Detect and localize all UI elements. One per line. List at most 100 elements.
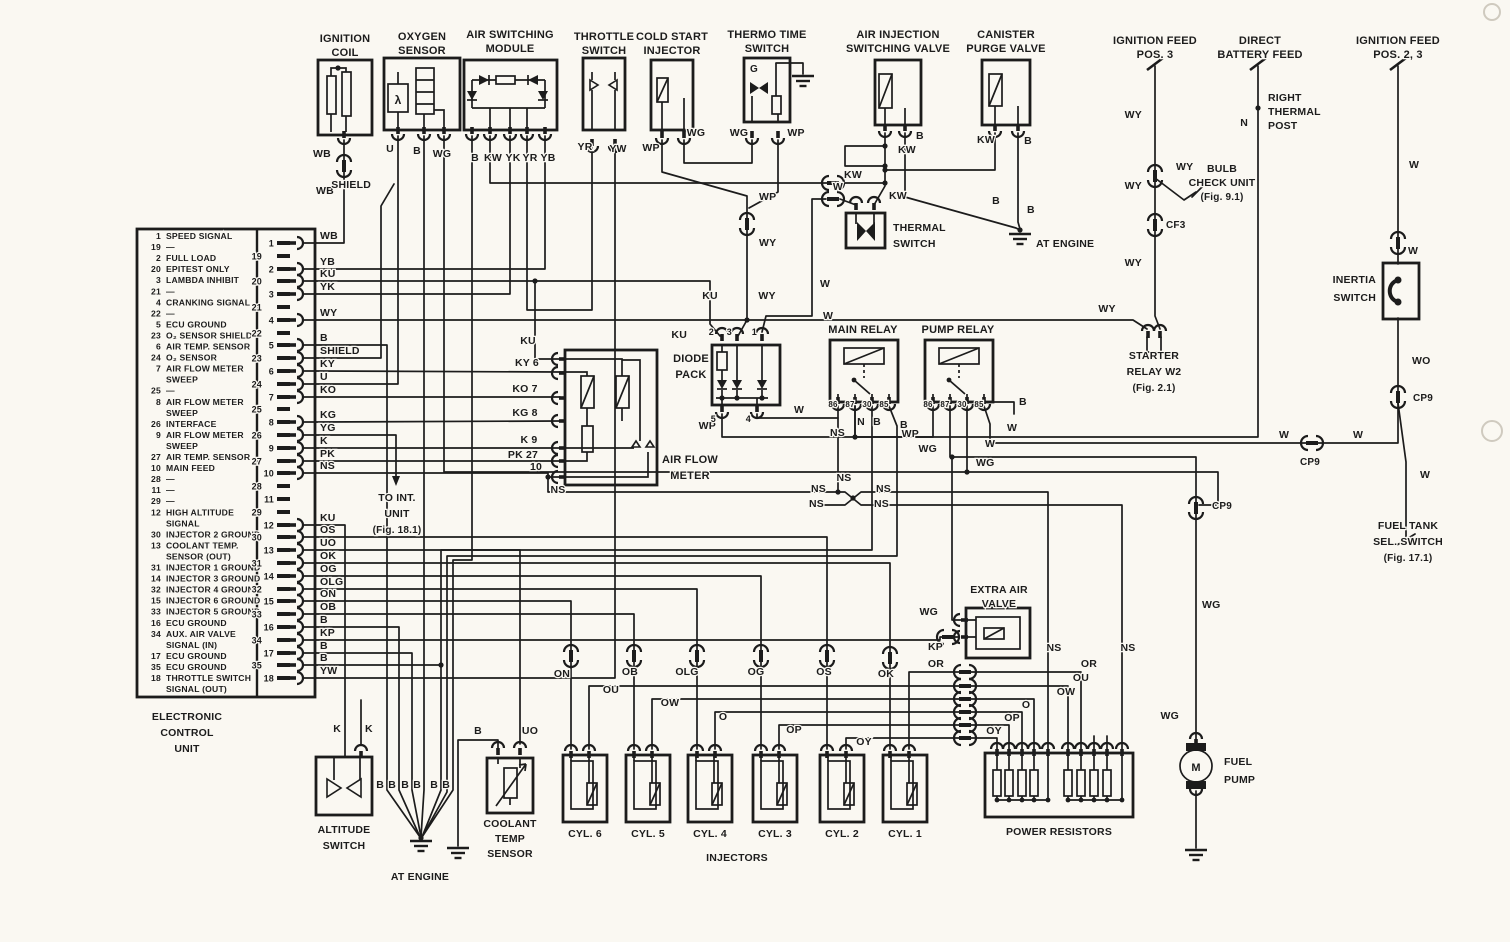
- wire: [421, 405, 898, 838]
- diagram-label: AIR SWITCHING: [466, 29, 554, 41]
- diagram-label: WO: [1412, 355, 1430, 367]
- diagram-label: OR: [1081, 658, 1097, 670]
- component-injector-cyl-2: [818, 753, 866, 824]
- ecu-pin-wire-label: PK: [320, 448, 335, 460]
- ground-icon: [1185, 848, 1207, 862]
- ecu-signal-number: 35: [151, 662, 161, 672]
- diagram-label: CYL. 3: [758, 828, 792, 840]
- scan-smudge: [1483, 3, 1501, 21]
- ecu-signal-label: INTERFACE: [166, 419, 217, 429]
- wire: [315, 549, 521, 745]
- ecu-pin-stub: [277, 356, 290, 360]
- junction-dot: [852, 434, 858, 440]
- ecu-pin-number: 33: [252, 610, 262, 620]
- wire: [315, 135, 399, 385]
- junction-dot: [994, 797, 1000, 803]
- ecu-pin-stub: [277, 548, 290, 552]
- connector-icon: [749, 405, 765, 420]
- ecu-signal-label: SPEED SIGNAL: [166, 231, 232, 241]
- ecu-pin-number: 15: [264, 597, 274, 607]
- ecu-pin-number: 12: [264, 521, 274, 531]
- junction-dot: [850, 495, 856, 501]
- diagram-label: WG: [919, 443, 937, 455]
- ecu-pin-wire-label: KU: [320, 268, 336, 280]
- shape: [711, 782, 723, 806]
- wire: [420, 135, 425, 838]
- ecu-pin-stub: [277, 497, 290, 501]
- diagram-label: B: [401, 779, 409, 791]
- diagram-label: 86: [828, 400, 838, 409]
- ecu-pin-wire-label: NS: [320, 460, 335, 472]
- ecu-pin-number: 30: [252, 533, 262, 543]
- inline-connector-icon: [952, 729, 978, 747]
- shape: [948, 379, 966, 395]
- ecu-signal-label: SIGNAL (OUT): [166, 684, 227, 694]
- ecu-pin-stub: [277, 395, 290, 399]
- diagram-label: AIR FLOW: [662, 454, 718, 466]
- diagram-label: RIGHT: [1268, 92, 1302, 104]
- diagram-label: B: [471, 152, 479, 164]
- diagram-label: CYL. 4: [693, 828, 727, 840]
- ecu-signal-number: 29: [151, 496, 161, 506]
- wire: [315, 139, 345, 244]
- connector-icon: [550, 351, 566, 367]
- ecu-signal-number: 30: [151, 529, 161, 539]
- ecu-signal-label: AIR FLOW METER: [166, 364, 244, 374]
- ecu-pin-wire-label: UO: [320, 537, 336, 549]
- wire: [315, 434, 397, 478]
- shape: [415, 67, 435, 115]
- ecu-signal-label: —: [166, 286, 175, 296]
- shape: [633, 760, 657, 810]
- ecu-pin-number: 7: [269, 393, 274, 403]
- ecu-signal-label: AUX. AIR VALVE: [166, 629, 236, 639]
- ecu-signal-label: INJECTOR 5 GROUND: [166, 607, 260, 617]
- ecu-signal-number: 22: [151, 308, 161, 318]
- ecu-signal-number: 28: [151, 474, 161, 484]
- diagram-label: POST: [1268, 120, 1298, 132]
- diagram-label: 87: [845, 400, 855, 409]
- connector-icon: [1086, 741, 1102, 756]
- diagram-label: OW: [1057, 686, 1075, 698]
- ecu-pin-number: 6: [269, 367, 274, 377]
- ecu-signal-number: 4: [156, 297, 161, 307]
- ecu-pin-stub: [277, 535, 290, 539]
- diagram-label: B: [992, 195, 1000, 207]
- diagram-label: 30: [957, 400, 967, 409]
- component-injector-cyl-5: [624, 753, 672, 824]
- ecu-pin-number: 14: [264, 572, 274, 582]
- diagram-label: UO: [522, 725, 538, 737]
- shape: [560, 358, 649, 478]
- diagram-label: B: [474, 725, 482, 737]
- ecu-signal-label: —: [166, 474, 175, 484]
- component-injector-cyl-6: [561, 753, 609, 824]
- wire: [884, 132, 996, 171]
- diagram-label: W: [1408, 245, 1418, 257]
- diagram-label: KW: [898, 144, 916, 156]
- wire: [873, 185, 886, 206]
- ecu-signal-label: SENSOR (OUT): [166, 551, 231, 561]
- shape: [878, 73, 906, 125]
- ecu-pin-wire-label: SHIELD: [320, 345, 360, 357]
- ecu-signal-label: INJECTOR 1 GROUND: [166, 563, 260, 573]
- diode-icon: [757, 380, 767, 390]
- connector-icon: [550, 440, 566, 456]
- ecu-pin-stub: [277, 510, 290, 514]
- connector-icon: [464, 127, 480, 142]
- diagram-label: OK: [878, 668, 894, 680]
- diagram-label: B: [413, 145, 421, 157]
- ecu-pin-number: 34: [252, 636, 262, 646]
- connector-icon: [353, 743, 369, 758]
- ecu-pin-number: 16: [264, 623, 274, 633]
- diagram-label: YR: [578, 141, 593, 153]
- diagram-label: THROTTLE: [574, 31, 634, 43]
- connector-icon: [626, 743, 642, 758]
- ecu-pin-number: 25: [252, 405, 262, 415]
- ecu-signal-label: AIR FLOW METER: [166, 430, 244, 440]
- ecu-pin-wire-label: OK: [320, 550, 336, 562]
- wire: [588, 685, 1069, 752]
- shape: [776, 782, 788, 806]
- inline-connector-icon: [818, 643, 836, 669]
- diagram-label: 3: [727, 327, 732, 337]
- wire: [315, 344, 421, 838]
- connector-icon: [502, 127, 518, 142]
